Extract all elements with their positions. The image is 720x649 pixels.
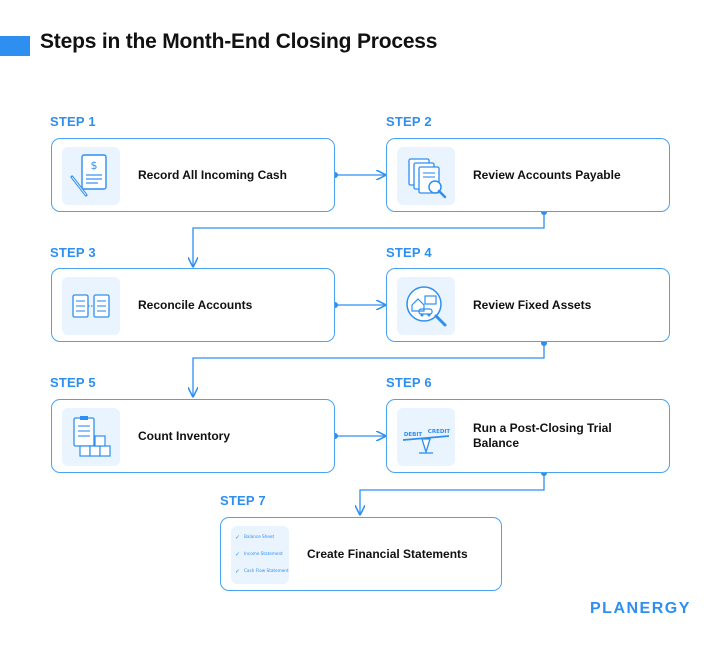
step-2-label: STEP 2 [386, 114, 432, 129]
step-6-label: STEP 6 [386, 375, 432, 390]
step-6-card: DEBIT CREDIT Run a Post-Closing Trial Ba… [386, 399, 670, 473]
step-7-label: STEP 7 [220, 493, 266, 508]
step-3-card: Reconcile Accounts [51, 268, 335, 342]
step-1-card: $ Record All Incoming Cash [51, 138, 335, 212]
step-5-card: Count Inventory [51, 399, 335, 473]
step-7-text: Create Financial Statements [307, 546, 468, 561]
step-7-card: ✓ Balance Sheet ✓ Income Statement ✓ Cas… [220, 517, 502, 591]
step-3-label: STEP 3 [50, 245, 96, 260]
cash-flow-statement-text: Cash Flow Statement [244, 568, 289, 573]
step-5-label: STEP 5 [50, 375, 96, 390]
step-4-text: Review Fixed Assets [473, 297, 592, 312]
step-2-text: Review Accounts Payable [473, 167, 621, 182]
connector-1-2 [332, 172, 385, 178]
page-title: Steps in the Month-End Closing Process [40, 30, 438, 53]
connector-4-5 [193, 340, 547, 396]
connector-5-6 [332, 433, 385, 439]
brand-logo: PLANERGY [590, 600, 691, 617]
step-5-text: Count Inventory [138, 428, 230, 443]
svg-text:✓: ✓ [235, 534, 240, 541]
step-2-card: Review Accounts Payable [386, 138, 670, 212]
connector-2-3 [193, 209, 547, 266]
svg-text:$: $ [91, 159, 98, 172]
balance-sheet-text: Balance Sheet [244, 534, 274, 539]
svg-text:✓: ✓ [235, 551, 240, 558]
step-3-text: Reconcile Accounts [138, 297, 253, 312]
documents-magnifier-icon [397, 147, 455, 205]
step-4-label: STEP 4 [386, 245, 432, 260]
debit-credit-scale-icon: DEBIT CREDIT [397, 408, 455, 466]
checklists-compare-icon [62, 277, 120, 335]
statements-checklist-icon: ✓ Balance Sheet ✓ Income Statement ✓ Cas… [231, 526, 289, 584]
assets-magnifier-icon [397, 277, 455, 335]
clipboard-boxes-icon [62, 408, 120, 466]
income-statement-text: Income Statement [244, 551, 283, 556]
svg-text:✓: ✓ [235, 568, 240, 575]
debit-text: DEBIT [404, 432, 423, 438]
connector-6-7 [360, 470, 547, 514]
receipt-pencil-icon: $ [62, 147, 120, 205]
step-4-card: Review Fixed Assets [386, 268, 670, 342]
step-1-label: STEP 1 [50, 114, 96, 129]
credit-text: CREDIT [428, 429, 451, 435]
connector-3-4 [332, 302, 385, 308]
step-6-text: Run a Post-Closing Trial Balance [473, 421, 612, 450]
title-accent-bar [0, 36, 30, 56]
step-1-text: Record All Incoming Cash [138, 167, 287, 182]
